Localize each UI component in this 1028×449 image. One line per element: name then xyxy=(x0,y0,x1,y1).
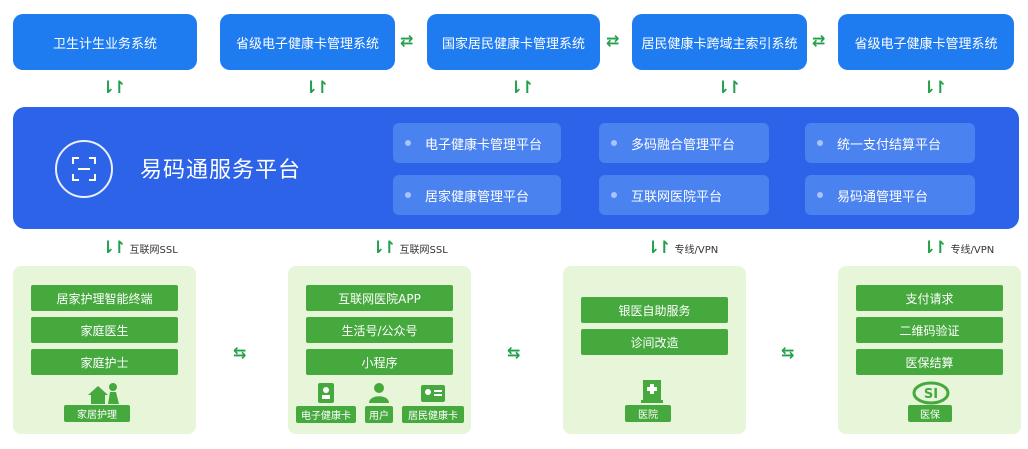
vertical-arrow-icon: ⇂↾ xyxy=(922,238,947,258)
panel-label-medical-insurance: 医保 xyxy=(908,405,952,422)
internet-hospital-app: 互联网医院APP xyxy=(306,285,453,311)
connection-4: ⇂↾专线/VPN xyxy=(922,238,995,258)
module-home-health: 居家健康管理平台 xyxy=(393,175,561,215)
platform-title: 易码通服务平台 xyxy=(140,158,302,183)
panel-label-home-care: 家居护理 xyxy=(64,405,130,422)
life-account: 生活号/公众号 xyxy=(306,317,453,343)
insurance-settlement: 医保结算 xyxy=(856,349,1003,375)
users-icon xyxy=(369,383,389,403)
bidirectional-arrow-icon: ⇄ xyxy=(606,31,620,50)
top-system-3: 国家居民健康卡管理系统 xyxy=(427,14,600,70)
vertical-arrow-icon: ⇂↾ xyxy=(101,238,126,258)
top-system-2: 省级电子健康卡管理系统 xyxy=(220,14,395,70)
vertical-arrow-icon: ⇂↾ xyxy=(509,78,534,98)
connection-2: ⇂↾互联网SSL xyxy=(371,238,448,258)
qr-verify: 二维码验证 xyxy=(856,317,1003,343)
bidirectional-arrow-icon: ⇄ xyxy=(812,31,826,50)
home-care-terminal: 居家护理智能终端 xyxy=(31,285,178,311)
bidirectional-arrow-icon: ⇆ xyxy=(233,343,247,362)
label-user: 用户 xyxy=(365,406,393,423)
vertical-arrow-icon: ⇂↾ xyxy=(646,238,671,258)
self-service: 银医自助服务 xyxy=(581,297,728,323)
top-system-1: 卫生计生业务系统 xyxy=(13,14,197,70)
clinic-renovation: 诊间改造 xyxy=(581,329,728,355)
health-card-icon xyxy=(318,383,334,403)
vertical-arrow-icon: ⇂↾ xyxy=(716,78,741,98)
bidirectional-arrow-icon: ⇆ xyxy=(507,343,521,362)
vertical-arrow-icon: ⇂↾ xyxy=(101,78,126,98)
bidirectional-arrow-icon: ⇄ xyxy=(400,31,414,50)
connection-1: ⇂↾互联网SSL xyxy=(101,238,178,258)
medical-insurance-icon: SI xyxy=(912,381,950,405)
module-multicode: 多码融合管理平台 xyxy=(599,123,769,163)
resident-card-icon xyxy=(421,385,445,402)
mini-program: 小程序 xyxy=(306,349,453,375)
vertical-arrow-icon: ⇂↾ xyxy=(304,78,329,98)
scan-frame-icon xyxy=(55,140,113,198)
vertical-arrow-icon: ⇂↾ xyxy=(922,78,947,98)
family-doctor: 家庭医生 xyxy=(31,317,178,343)
panel-label-hospital: 医院 xyxy=(625,405,671,422)
home-care-icon xyxy=(88,383,119,404)
family-nurse: 家庭护士 xyxy=(31,349,178,375)
svg-text:SI: SI xyxy=(924,387,938,402)
label-health-card: 电子健康卡 xyxy=(296,406,356,423)
bidirectional-arrow-icon: ⇆ xyxy=(781,343,795,362)
payment-request: 支付请求 xyxy=(856,285,1003,311)
module-yimatong: 易码通管理平台 xyxy=(805,175,975,215)
hospital-icon xyxy=(641,380,663,403)
label-resident-card: 居民健康卡 xyxy=(402,406,464,423)
module-payment: 统一支付结算平台 xyxy=(805,123,975,163)
top-system-4: 居民健康卡跨域主索引系统 xyxy=(632,14,807,70)
connection-3: ⇂↾专线/VPN xyxy=(646,238,719,258)
module-internet-hospital: 互联网医院平台 xyxy=(599,175,769,215)
top-system-5: 省级电子健康卡管理系统 xyxy=(838,14,1014,70)
vertical-arrow-icon: ⇂↾ xyxy=(371,238,396,258)
module-ehealth-card: 电子健康卡管理平台 xyxy=(393,123,561,163)
